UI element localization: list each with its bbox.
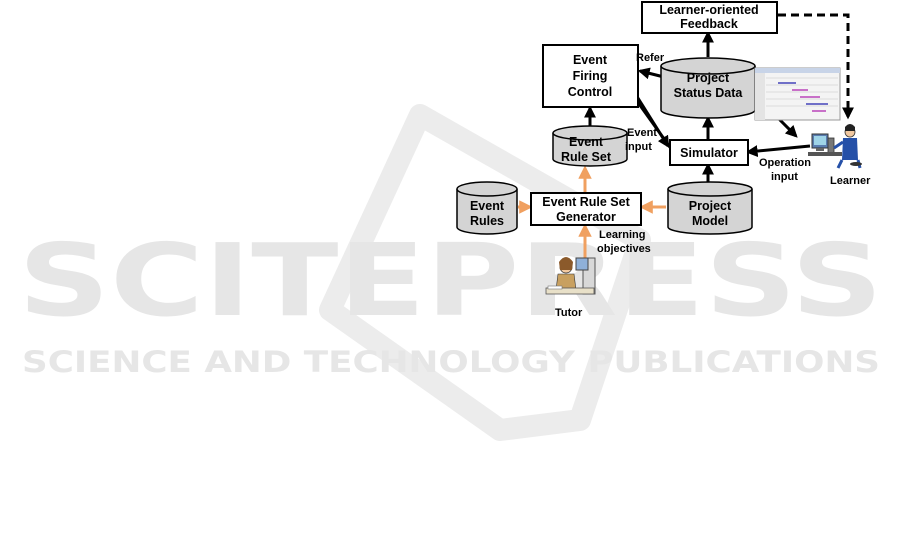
node-project-status-line1: Project (687, 71, 730, 85)
node-event-firing-line2: Firing (573, 69, 608, 83)
node-project-status-data: Project Status Data (661, 58, 755, 118)
watermark: SCITEPRESS SCIENCE AND TECHNOLOGY PUBLIC… (18, 115, 883, 430)
edge-screen-to-learner (778, 118, 796, 136)
node-project-model-line2: Model (692, 214, 728, 228)
node-learner-feedback: Learner-oriented Feedback (642, 2, 777, 33)
node-event-rule-set-generator: Event Rule Set Generator (531, 193, 641, 225)
node-event-rules-line2: Rules (470, 214, 504, 228)
node-project-status-line2: Status Data (674, 86, 744, 100)
svg-text:SCITEPRESS: SCITEPRESS (18, 222, 883, 339)
node-event-rules: Event Rules (457, 182, 517, 234)
node-generator-line2: Generator (556, 210, 616, 224)
screen-thumbnail-icon (755, 68, 840, 120)
node-event-firing-line1: Event (573, 53, 608, 67)
node-project-model: Project Model (668, 182, 752, 234)
node-event-firing-control: Event Firing Control (543, 45, 638, 107)
node-generator-line1: Event Rule Set (542, 195, 630, 209)
edge-label-operation-input-line1: Operation (759, 157, 811, 169)
node-simulator: Simulator (670, 140, 748, 165)
node-learner-feedback-line2: Feedback (680, 17, 738, 31)
edge-label-operation-input-line2: input (771, 171, 798, 183)
edge-label-refer: Refer (636, 52, 665, 64)
edge-learner-to-simulator (748, 146, 810, 152)
node-project-model-line1: Project (689, 199, 732, 213)
node-event-rule-set: Event Rule Set (553, 126, 627, 166)
edge-label-learning-objectives-line2: objectives (597, 243, 651, 255)
node-event-rules-line1: Event (470, 199, 505, 213)
edge-label-learning-objectives-line1: Learning (599, 229, 645, 241)
actor-tutor-label: Tutor (555, 307, 583, 319)
node-event-rule-set-line1: Event (569, 135, 604, 149)
learner-computer-icon (808, 124, 862, 168)
edge-label-event-input-line2: input (625, 141, 652, 153)
edge-label-event-input-line1: Event (627, 127, 657, 139)
actor-learner-label: Learner (830, 175, 871, 187)
node-simulator-label: Simulator (680, 146, 738, 160)
svg-text:SCIENCE AND TECHNOLOGY PUBLICA: SCIENCE AND TECHNOLOGY PUBLICATIONS (22, 345, 880, 379)
node-event-firing-line3: Control (568, 85, 612, 99)
node-event-rule-set-line2: Rule Set (561, 150, 612, 164)
node-learner-feedback-line1: Learner-oriented (659, 3, 758, 17)
